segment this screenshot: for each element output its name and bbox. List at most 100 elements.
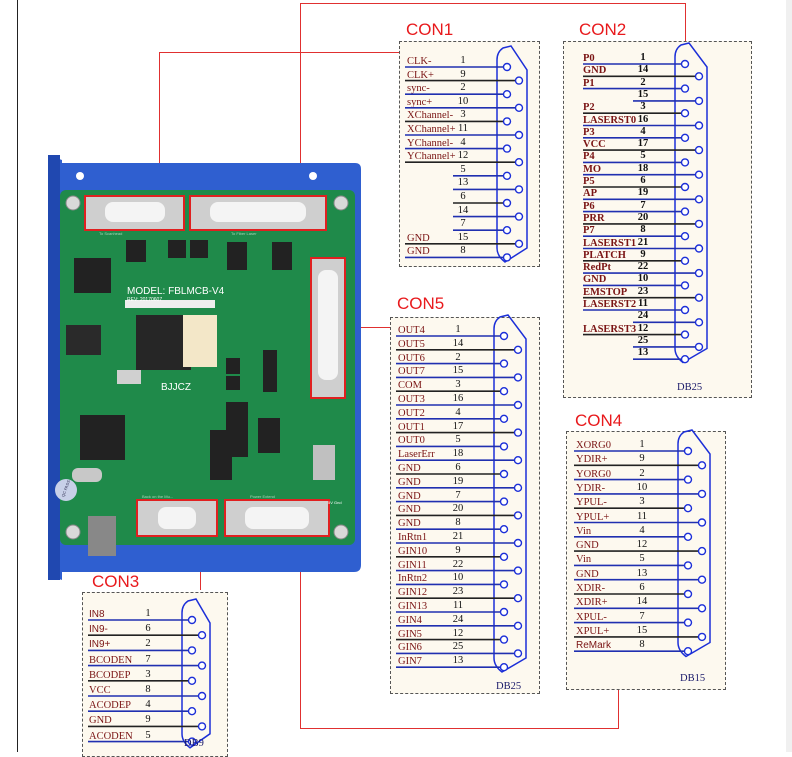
pin-number: 9 bbox=[640, 248, 646, 260]
vertical-scrollbar[interactable] bbox=[786, 0, 792, 752]
pin-number: 25 bbox=[637, 334, 649, 346]
pin-number: 16 bbox=[452, 393, 464, 404]
pin-number: 20 bbox=[452, 503, 464, 515]
con2-title: CON2 bbox=[579, 20, 627, 39]
pin-number: 13 bbox=[452, 655, 464, 667]
pin-label: GIN10 bbox=[398, 545, 428, 557]
pin-number: 17 bbox=[637, 138, 649, 150]
pin-label: YPUL+ bbox=[576, 511, 610, 523]
pin-label: OUT2 bbox=[398, 407, 425, 419]
pin-number: 6 bbox=[460, 191, 466, 202]
pin-number: 15 bbox=[452, 365, 464, 377]
pin-label: GIN12 bbox=[398, 587, 428, 599]
pin-number: 19 bbox=[637, 187, 649, 199]
pin-label: XDIR+ bbox=[576, 597, 608, 609]
pin-label: OUT6 bbox=[398, 352, 425, 364]
board-brand-label: BJJCZ bbox=[161, 382, 191, 393]
pin-number: 10 bbox=[637, 273, 649, 285]
pin-number: 7 bbox=[640, 199, 646, 211]
pin-number: 15 bbox=[636, 624, 648, 636]
pin-label: GND bbox=[576, 568, 599, 580]
con3-title: CON3 bbox=[92, 572, 140, 591]
pin-label: GND bbox=[398, 490, 421, 502]
pin-number: 6 bbox=[455, 462, 461, 473]
pin-number: 1 bbox=[145, 608, 151, 619]
pin-label: LASERST0 bbox=[583, 114, 637, 126]
pin-label: GND bbox=[89, 715, 112, 727]
pin-label: PRR bbox=[583, 212, 605, 224]
pin-number: 5 bbox=[145, 729, 151, 741]
board-rev-label: REV: 20170607 bbox=[127, 297, 163, 303]
pin-label: Vin bbox=[576, 525, 592, 537]
con1-connector bbox=[84, 195, 185, 231]
con4-title: CON4 bbox=[575, 411, 623, 430]
pin-label: XORG0 bbox=[576, 440, 612, 451]
pin-number: 14 bbox=[636, 596, 648, 608]
pin-number: 7 bbox=[145, 653, 151, 665]
pin-label: P1 bbox=[583, 77, 595, 89]
silk-to-fiber-laser: To Fiber Laser bbox=[231, 231, 257, 236]
pin-number: 18 bbox=[452, 448, 464, 460]
pin-number: 21 bbox=[637, 236, 649, 248]
pin-number: 22 bbox=[637, 261, 649, 273]
pin-number: 2 bbox=[639, 467, 645, 479]
pin-label: OUT0 bbox=[398, 435, 425, 447]
pin-number: 8 bbox=[460, 245, 466, 257]
pin-number: 12 bbox=[452, 627, 464, 639]
pin-label: LASERST1 bbox=[583, 237, 637, 249]
pin-number: 12 bbox=[637, 322, 649, 334]
pin-label: YORG0 bbox=[576, 468, 612, 480]
pin-label: LASERST2 bbox=[583, 299, 637, 310]
chassis-side bbox=[48, 155, 60, 580]
pin-label: P7 bbox=[583, 225, 595, 237]
pin-number: 13 bbox=[637, 347, 649, 359]
pin-number: 1 bbox=[639, 439, 645, 450]
pin-number: 4 bbox=[455, 406, 461, 418]
pin-number: 7 bbox=[460, 218, 466, 230]
pin-number: 11 bbox=[638, 298, 648, 309]
pin-label: IN9+ bbox=[89, 639, 111, 651]
pin-number: 22 bbox=[452, 558, 464, 570]
pin-label: InRtn2 bbox=[398, 573, 428, 585]
pin-label: XPUL+ bbox=[576, 625, 610, 637]
silk-to-scanhead: To Scanhead bbox=[99, 231, 123, 236]
pin-label: GIN13 bbox=[398, 601, 428, 612]
pin-label: IN9- bbox=[89, 624, 108, 636]
pin-number: 3 bbox=[460, 109, 466, 121]
pin-number: 10 bbox=[636, 481, 648, 493]
pin-label: OUT5 bbox=[398, 338, 425, 350]
pin-number: 8 bbox=[455, 517, 461, 529]
pin-label: GND bbox=[407, 246, 430, 258]
silk-back: Back on the Mu... bbox=[142, 494, 174, 499]
pin-label: YDIR+ bbox=[576, 454, 608, 466]
pin-number: 9 bbox=[145, 714, 151, 726]
pin-label: YPUL- bbox=[576, 497, 607, 509]
pin-number: 8 bbox=[640, 224, 646, 236]
pin-label: GND bbox=[398, 504, 421, 516]
pin-number: 24 bbox=[637, 310, 649, 322]
pin-label: OUT1 bbox=[398, 421, 425, 433]
pin-label: YChannel+ bbox=[407, 151, 456, 163]
pin-label: GND bbox=[576, 540, 599, 552]
pin-label: InRtn1 bbox=[398, 532, 428, 543]
pin-label: PLATCH bbox=[583, 249, 626, 261]
pin-number: 5 bbox=[455, 434, 461, 446]
con2-type-label: DB25 bbox=[677, 382, 703, 393]
pin-label: OUT7 bbox=[398, 366, 425, 378]
pin-number: 10 bbox=[457, 95, 469, 107]
pin-number: 23 bbox=[452, 586, 464, 598]
pin-number: 4 bbox=[145, 699, 151, 711]
pin-number: 2 bbox=[145, 638, 151, 650]
pin-number: 1 bbox=[640, 52, 646, 63]
pin-label: BCODEP bbox=[89, 669, 131, 681]
pin-label: ACODEN bbox=[89, 730, 133, 742]
pin-number: 6 bbox=[640, 175, 646, 186]
con3-type-label: DB9 bbox=[184, 738, 204, 749]
pin-number: 3 bbox=[455, 379, 461, 391]
pin-number: 18 bbox=[637, 162, 649, 174]
pin-number: 7 bbox=[639, 610, 645, 622]
pin-number: 9 bbox=[455, 544, 461, 556]
pin-label: BCODEN bbox=[89, 654, 133, 666]
pin-number: 15 bbox=[457, 231, 469, 243]
pin-label: GND bbox=[407, 232, 430, 244]
